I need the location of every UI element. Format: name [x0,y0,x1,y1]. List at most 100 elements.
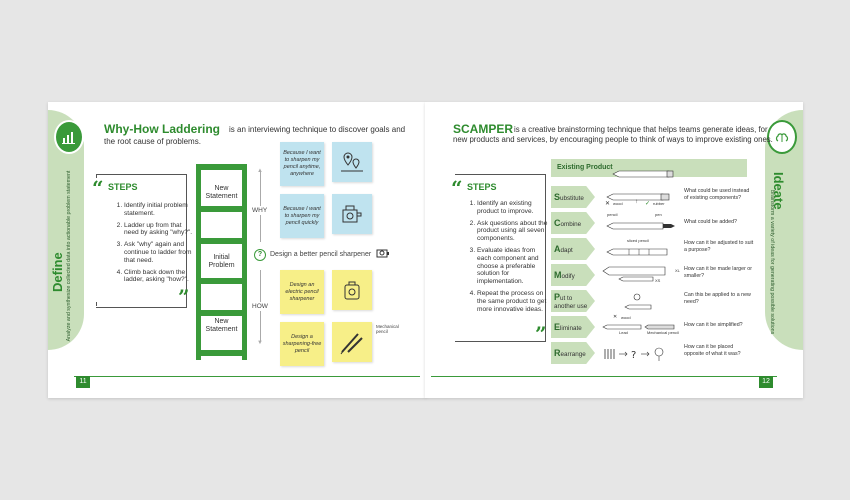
wood-label: wood [621,315,631,320]
substitute-pencil-icon [599,189,677,205]
chart-icon [54,120,84,154]
put-to-use-icon [599,293,677,310]
check-icon: ✓ [645,201,651,207]
step-item: Ask questions about the product using al… [477,220,549,243]
scamper-row-put-to-another-use: Put to another use Can this be applied t… [551,290,751,312]
steps-box [455,174,546,342]
step-item: Climb back down the ladder, asking "how?… [124,269,194,285]
combine-pencil-icon [599,218,677,234]
xs-label: XS [655,278,661,283]
mechanical-pencil-label: Mechanical pencil [376,324,399,334]
ladder-rung [196,206,247,212]
pencil-icon [611,165,675,183]
mechanical-pencil-icon [332,322,372,362]
scamper-question: How can it be adjusted to suit a purpose… [684,240,754,253]
ladder-rung [196,350,247,356]
scamper-row-modify: Modify XL XS How can it be made larger o… [551,264,752,286]
sticky-note-how-2: Design a sharpening-free pencil [280,322,324,366]
pencil-sharpener-icon [332,194,372,234]
subtitle-line-1: is a creative brainstorming technique th… [514,125,768,134]
brain-icon [767,120,797,154]
rubber-label: rubber [653,201,665,206]
scamper-label: Rearrange [551,342,595,364]
footer-line [74,376,420,377]
scamper-question: What could be used instead of existing c… [684,188,750,201]
steps-list: Identify initial problem statement. Ladd… [112,202,194,288]
sharpener-icon [376,246,390,265]
modify-pencils-icon [599,266,677,282]
step-item: Ask "why" again and continue to ladder f… [124,241,194,264]
lead-label: Lead [619,330,628,335]
page-title: Why-How Laddering [104,122,220,136]
question-icon: ? [254,249,266,261]
step-item: Identify initial problem statement. [124,202,194,218]
define-tab: Define Analyze and synthesize collected … [48,110,84,350]
footer-line [431,376,777,377]
sliced-pencil-label: sliced pencil [627,238,649,243]
subtitle-line-2: new products and services, by encouragin… [453,135,773,144]
ladder-rail-left [196,164,201,360]
scamper-label: Adapt [551,238,595,260]
step-item: Repeat the process on the same product t… [477,290,549,313]
arrow-up-icon: ▲ [257,168,263,174]
why-label: WHY [252,206,268,215]
pen-label: pen [655,212,662,217]
arrow-up-icon: ↑ [635,199,638,205]
page-number: 12 [759,376,773,388]
scamper-question: How can it be simplified? [684,322,743,328]
scamper-question: What could be added? [684,219,738,225]
x-icon: ✕ [605,201,611,207]
electric-sharpener-icon [332,270,372,310]
center-statement: Design a better pencil sharpener [270,251,372,258]
scamper-label: Modify [551,264,595,286]
scamper-question: How can it be made larger or smaller? [684,266,753,279]
steps-title: STEPS [108,182,138,192]
left-page: Define Analyze and synthesize collected … [48,102,426,398]
sticky-note-why-1: Because I want to sharpen my pencil anyt… [280,142,324,186]
ladder-rail-right [242,164,247,360]
ladder-middle-label: Initial Problem [201,254,242,270]
close-quote-icon: ” [178,285,190,309]
how-label: HOW [252,302,268,311]
scamper-row-combine: Combine pencil pen What could be added? [551,212,747,234]
ladder-rung [196,238,247,244]
ladder-rung [196,278,247,284]
wood-label: wood [613,201,623,206]
sticky-note-how-1: Design an electric pencil sharpener [280,270,324,314]
step-item: Identify an existing product to improve. [477,200,549,216]
scamper-row-rearrange: Rearrange ? How can it be placed opposit… [551,342,747,364]
step-item: Ladder up from that need by asking "why?… [124,222,194,238]
rearrange-icon: ? [599,345,677,361]
right-page: Ideate Brainstorm a variety of ideas for… [425,102,803,398]
open-quote-icon: “ [92,176,104,200]
arrow-down-icon: ▼ [257,340,263,346]
ladder-rung [196,310,247,316]
ideate-description: Brainstorm a variety of ideas for genera… [769,189,775,335]
open-quote-icon: “ [451,176,463,200]
ladder-bottom-label: New Statement [201,318,242,334]
scamper-label: Put to another use [551,290,595,312]
step-item: Evaluate ideas from each component and c… [477,247,549,286]
scamper-row-adapt: Adapt sliced pencil How can it be adjust… [551,238,753,260]
eliminate-pencil-icon [599,319,677,335]
subtitle-line-2: the root cause of problems. [104,137,201,146]
steps-box [96,174,187,308]
scamper-row-substitute: Substitute ✕ wood ↑ ✓ rubber What could … [551,186,749,208]
define-description: Analyze and synthesize collected data in… [66,170,72,342]
scamper-label: Combine [551,212,595,234]
define-label: Define [50,252,65,292]
x-icon: ✕ [613,314,618,320]
steps-list: Identify an existing product to improve.… [465,200,549,317]
adapt-pencil-icon [599,244,677,260]
scamper-row-eliminate: Eliminate ✕ wood Lead Mechanical pencil … [551,314,747,338]
ladder-rung [196,164,247,170]
sticky-note-why-2: Because I want to sharpen my pencil quic… [280,194,324,238]
existing-product-header: Existing Product [551,159,747,177]
scamper-label: Eliminate [551,316,595,338]
close-quote-icon: ” [535,322,547,346]
ideate-tab: Ideate Brainstorm a variety of ideas for… [765,110,803,350]
scamper-label: Substitute [551,186,595,208]
subtitle-line-1: is an interviewing technique to discover… [229,125,406,134]
steps-title: STEPS [467,182,497,192]
ladder-top-label: New Statement [201,185,242,201]
